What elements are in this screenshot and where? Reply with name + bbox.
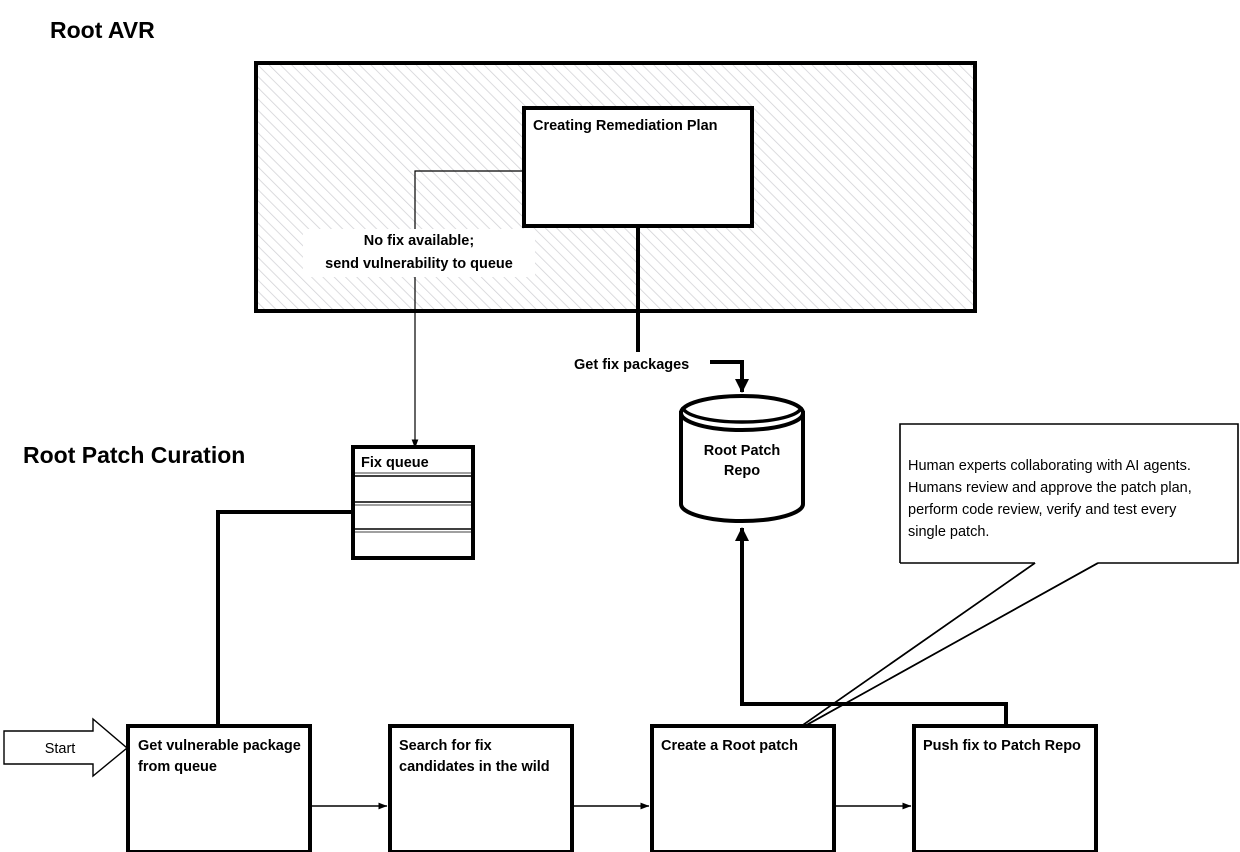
node-get-vulnerable-package[interactable]: Get vulnerable package from queue bbox=[126, 724, 312, 852]
edge-label-no-fix-available: No fix available; send vulnerability to … bbox=[303, 229, 535, 277]
node-label-creating-remediation-plan: Creating Remediation Plan bbox=[533, 118, 718, 134]
callout-line-3: perform code review, verify and test eve… bbox=[908, 502, 1177, 518]
node-label-search-for-fix-line2: candidates in the wild bbox=[399, 759, 550, 775]
edge-label-get-fix-packages: Get fix packages bbox=[570, 352, 710, 374]
callout-line-1: Human experts collaborating with AI agen… bbox=[908, 458, 1191, 474]
node-label-root-patch-repo-line1: Root Patch bbox=[704, 443, 781, 459]
edge-label-no-fix-line1: No fix available; bbox=[364, 233, 474, 249]
node-start[interactable]: Start bbox=[3, 717, 129, 778]
section-title-root-avr: Root AVR bbox=[50, 17, 155, 43]
edge-no-fix-available bbox=[411, 170, 524, 449]
callout-line-2: Humans review and approve the patch plan… bbox=[908, 480, 1192, 496]
callout-human-experts: Human experts collaborating with AI agen… bbox=[799, 423, 1239, 728]
node-label-create-root-patch: Create a Root patch bbox=[661, 738, 798, 754]
node-fix-queue[interactable]: Fix queue bbox=[351, 445, 475, 560]
node-search-for-fix-candidates[interactable]: Search for fix candidates in the wild bbox=[388, 724, 574, 852]
node-label-get-vulnerable-package-line2: from queue bbox=[138, 759, 217, 775]
section-title-root-patch-curation: Root Patch Curation bbox=[23, 442, 245, 468]
node-label-root-patch-repo-line2: Repo bbox=[724, 463, 760, 479]
node-push-fix-to-patch-repo[interactable]: Push fix to Patch Repo bbox=[912, 724, 1098, 852]
edge-label-no-fix-line2: send vulnerability to queue bbox=[325, 256, 513, 272]
node-label-push-fix-to-patch-repo: Push fix to Patch Repo bbox=[923, 738, 1081, 754]
node-label-fix-queue: Fix queue bbox=[361, 455, 429, 471]
callout-line-4: single patch. bbox=[908, 524, 989, 540]
edge-fix-queue-to-get-package bbox=[216, 510, 353, 726]
callout-tail-overlay bbox=[799, 562, 1099, 728]
node-label-start: Start bbox=[45, 741, 76, 757]
edge-push-fix-to-repo bbox=[735, 527, 1008, 726]
node-label-search-for-fix-line1: Search for fix bbox=[399, 738, 492, 754]
node-root-patch-repo[interactable]: Root Patch Repo bbox=[679, 394, 805, 523]
node-label-get-vulnerable-package-line1: Get vulnerable package bbox=[138, 738, 301, 754]
node-creating-remediation-plan[interactable]: Creating Remediation Plan bbox=[522, 106, 754, 228]
edge-label-get-fix-packages-text: Get fix packages bbox=[574, 357, 689, 373]
node-create-root-patch[interactable]: Create a Root patch bbox=[650, 724, 836, 852]
